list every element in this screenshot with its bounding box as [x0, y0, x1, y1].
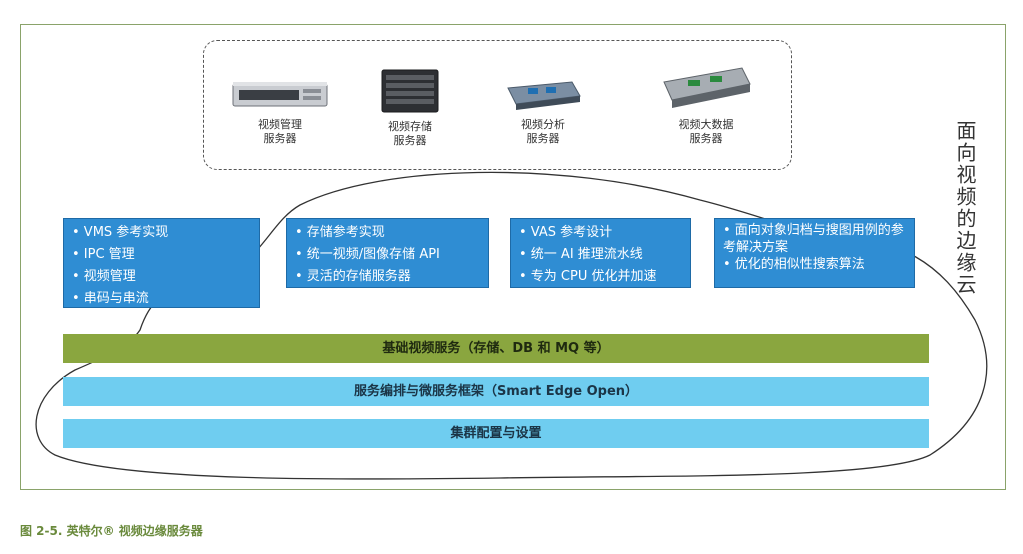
video-analytics-server: 视频分析服务器	[483, 78, 603, 146]
figure-caption: 图 2-5. 英特尔® 视频边缘服务器	[20, 524, 203, 538]
box-item: • 优化的相似性搜索算法	[723, 257, 865, 272]
server-label: 视频管理服务器	[258, 118, 302, 145]
server-group-box	[203, 40, 792, 170]
box-item: • 统一视频/图像存储 API	[295, 247, 440, 262]
diagram-frame	[20, 24, 1006, 490]
video-bigdata-server: 视频大数据服务器	[646, 62, 766, 146]
box-item: • 统一 AI 推理流水线	[519, 247, 643, 262]
box-item: • IPC 管理	[72, 247, 135, 262]
orchestration-bar: 服务编排与微服务框架（Smart Edge Open）	[63, 377, 929, 406]
cluster-config-bar: 集群配置与设置	[63, 419, 929, 448]
analytics-server-icon	[507, 81, 581, 110]
box-item: • 灵活的存储服务器	[295, 269, 411, 284]
server-label: 视频大数据服务器	[678, 118, 734, 145]
video-management-server: 视频管理服务器	[220, 78, 340, 146]
server-label: 视频分析服务器	[521, 118, 565, 145]
vertical-label: 面向视频的边缘云	[953, 120, 977, 296]
box-item: • 存储参考实现	[295, 225, 385, 240]
server-label: 视频存储服务器	[388, 120, 432, 147]
bigdata-server-icon	[663, 67, 751, 108]
box-item: • 视频管理	[72, 269, 136, 284]
box-item: • 专为 CPU 优化并加速	[519, 269, 657, 284]
archive-search-box: • 面向对象归档与搜图用例的参考解决方案 • 优化的相似性搜索算法	[714, 218, 915, 288]
base-video-services-bar: 基础视频服务（存储、DB 和 MQ 等）	[63, 334, 929, 363]
box-item: • 串码与串流	[72, 291, 149, 306]
storage-server-icon	[381, 69, 439, 113]
vas-box: • VAS 参考设计 • 统一 AI 推理流水线 • 专为 CPU 优化并加速	[510, 218, 691, 288]
vms-box: • VMS 参考实现 • IPC 管理 • 视频管理 • 串码与串流	[63, 218, 260, 308]
box-item: • VMS 参考实现	[72, 225, 169, 240]
rack-server-icon	[232, 82, 328, 107]
video-storage-server: 视频存储服务器	[350, 68, 470, 148]
box-item: • VAS 参考设计	[519, 225, 613, 240]
box-item: • 面向对象归档与搜图用例的参考解决方案	[723, 223, 904, 255]
storage-box: • 存储参考实现 • 统一视频/图像存储 API • 灵活的存储服务器	[286, 218, 489, 288]
